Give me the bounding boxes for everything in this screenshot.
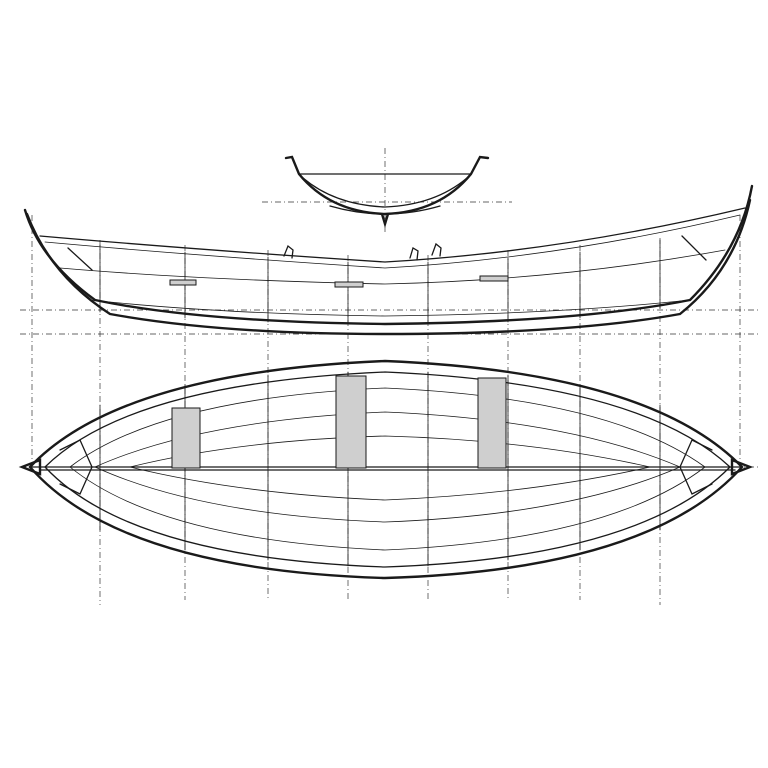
oarlocks (283, 242, 442, 261)
plan-view (18, 359, 754, 580)
thwarts-plan (171, 375, 507, 469)
cross-section-view (284, 155, 490, 229)
profile-view (23, 184, 754, 336)
thwarts-profile (169, 275, 509, 288)
